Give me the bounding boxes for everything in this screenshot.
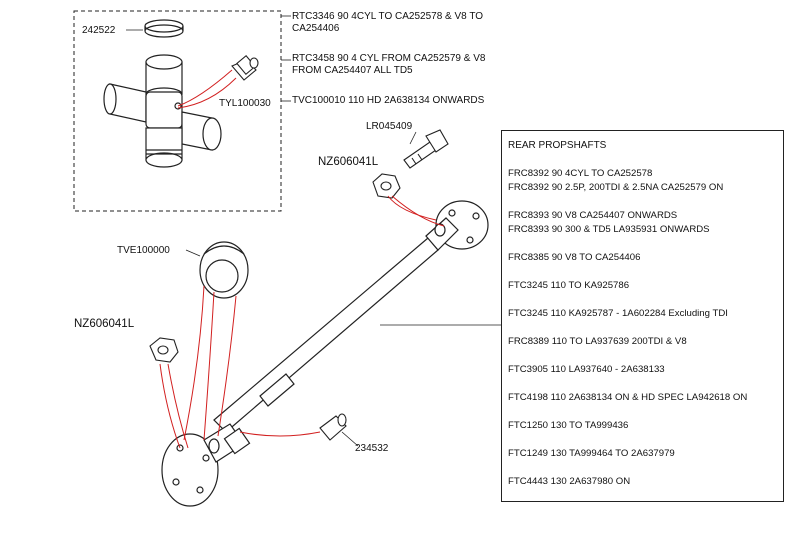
ujoint-dashed-box bbox=[73, 10, 282, 212]
panel-line: FTC1250 130 TO TA999436 bbox=[508, 420, 629, 431]
nut-top bbox=[372, 173, 401, 199]
grease-nipple-234532 bbox=[319, 413, 347, 441]
panel-line: FTC3245 110 KA925787 - 1A602284 Excludin… bbox=[508, 308, 728, 319]
universal-joint bbox=[103, 54, 222, 168]
gaiter-tve100000 bbox=[199, 241, 249, 299]
panel-line: FTC1249 130 TA999464 TO 2A637979 bbox=[508, 448, 675, 459]
red-leaders bbox=[159, 69, 445, 449]
grease-nipple-tyl100030 bbox=[231, 55, 259, 81]
label-tyl100030: TYL100030 bbox=[219, 98, 271, 109]
note-tvc100010: TVC100010 110 HD 2A638134 ONWARDS bbox=[292, 95, 485, 106]
panel-line: FRC8385 90 V8 TO CA254406 bbox=[508, 252, 641, 263]
circlip-242522 bbox=[144, 19, 184, 38]
label-nz606041l-top: NZ606041L bbox=[318, 156, 379, 168]
flange-front bbox=[161, 423, 251, 507]
label-lr045409: LR045409 bbox=[366, 121, 413, 132]
label-234532: 234532 bbox=[355, 443, 389, 454]
flange-rear bbox=[425, 200, 489, 251]
rear-propshafts-panel: REAR PROPSHAFTS FRC8392 90 4CYL TO CA252… bbox=[501, 130, 784, 502]
nut-left bbox=[149, 337, 179, 363]
panel-line: FRC8389 110 TO LA937639 200TDI & V8 bbox=[508, 336, 687, 347]
note-rtc3346: RTC3346 90 4CYL TO CA252578 & V8 TO CA25… bbox=[292, 11, 484, 34]
note-rtc3458: RTC3458 90 4 CYL FROM CA252579 & V8 FROM… bbox=[292, 53, 486, 76]
panel-line: FTC4198 110 2A638134 ON & HD SPEC LA9426… bbox=[508, 392, 748, 403]
panel-line: FTC3905 110 LA937640 - 2A638133 bbox=[508, 364, 665, 375]
panel-line: FRC8393 90 300 & TD5 LA935931 ONWARDS bbox=[508, 224, 710, 235]
label-242522: 242522 bbox=[82, 25, 116, 36]
panel-line: FTC4443 130 2A637980 ON bbox=[508, 476, 631, 487]
label-tve100000: TVE100000 bbox=[117, 245, 170, 256]
panel-line: FRC8392 90 2.5P, 200TDI & 2.5NA CA252579… bbox=[508, 182, 724, 193]
panel-title: REAR PROPSHAFTS bbox=[508, 140, 607, 151]
panel-line: FTC3245 110 TO KA925786 bbox=[508, 280, 630, 291]
label-nz606041l-left: NZ606041L bbox=[74, 318, 135, 330]
panel-line: FRC8392 90 4CYL TO CA252578 bbox=[508, 168, 653, 179]
pointer-lines bbox=[185, 15, 501, 447]
panel-line: FRC8393 90 V8 CA254407 ONWARDS bbox=[508, 210, 678, 221]
bolt-lr045409 bbox=[403, 129, 449, 169]
